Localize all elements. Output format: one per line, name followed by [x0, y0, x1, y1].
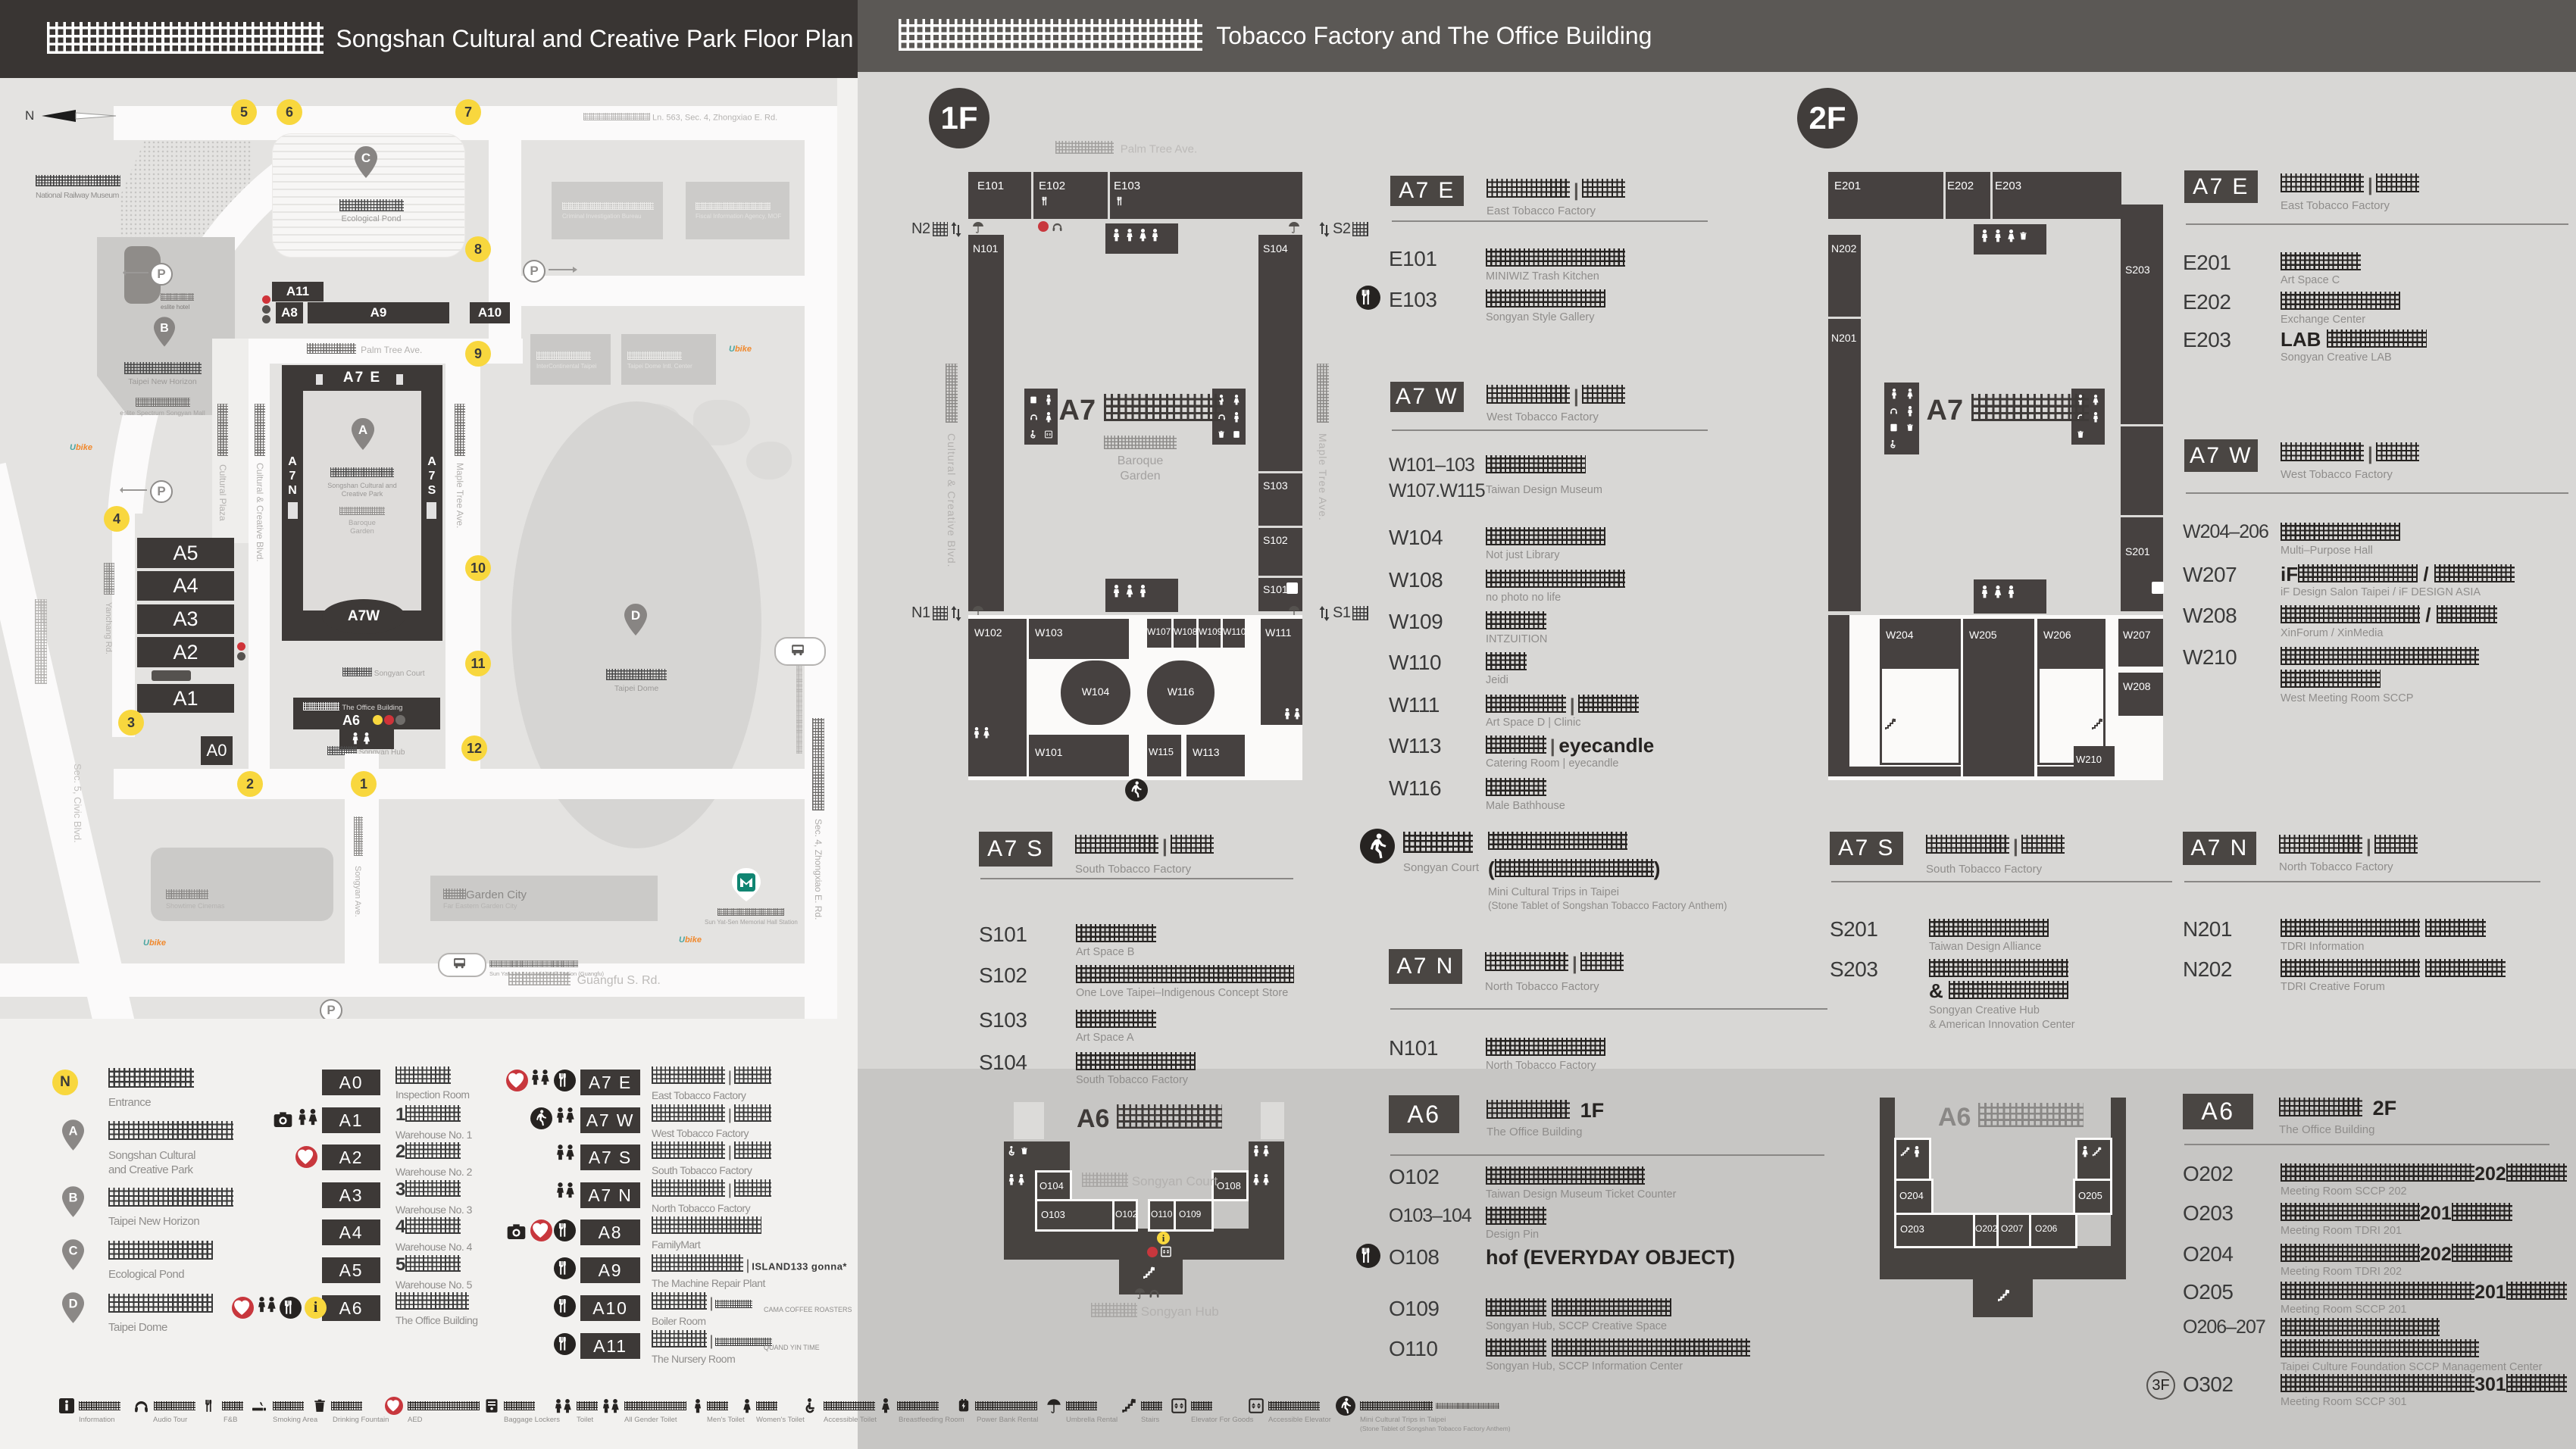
svg-text:C: C [361, 151, 370, 165]
svg-text:C: C [69, 1244, 78, 1258]
svg-text:A: A [358, 423, 367, 437]
svg-text:B: B [69, 1191, 78, 1205]
svg-text:D: D [69, 1298, 78, 1311]
svg-text:A: A [69, 1125, 78, 1138]
svg-text:D: D [631, 608, 640, 623]
svg-text:B: B [160, 322, 168, 335]
